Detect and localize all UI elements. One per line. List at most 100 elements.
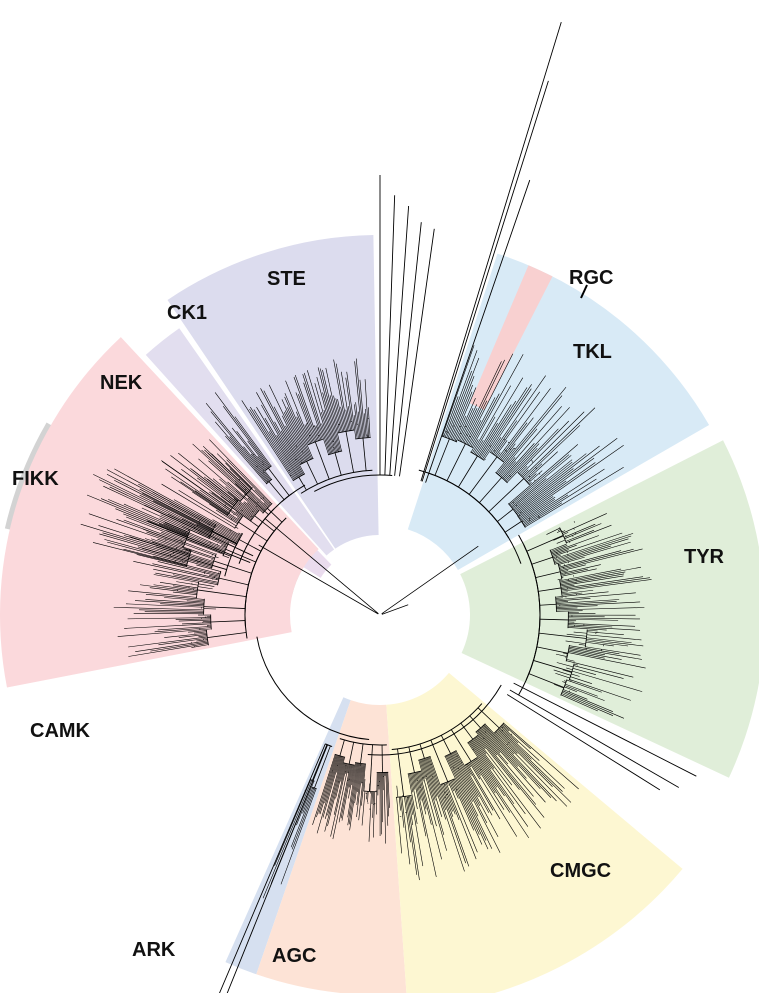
clade-arc [281, 493, 293, 503]
tree-inner-arc [367, 684, 502, 756]
clade-arc [391, 703, 483, 750]
clade-branch [348, 742, 355, 765]
tree-inner-arc [256, 636, 370, 741]
clade-branch [434, 438, 450, 476]
leaf-branches [553, 679, 625, 719]
leaf-branches [407, 771, 442, 877]
sector-ck1 [145, 328, 335, 556]
leaf-branches [440, 778, 483, 860]
clade-branch [497, 508, 514, 522]
leaf-branches [302, 367, 342, 455]
subclade-arc [568, 663, 575, 681]
leaf-branches [550, 532, 634, 565]
leaf-branches [113, 593, 217, 615]
leaf-branches [280, 787, 317, 885]
sector-cmgc [386, 672, 683, 993]
subclade-arc [355, 437, 371, 440]
leaf-branches [123, 548, 222, 585]
leaf-branches [260, 384, 314, 465]
clade-branch [210, 620, 246, 623]
clade-branch [311, 744, 328, 781]
clade-branch [298, 476, 307, 491]
subclade-arc [327, 450, 343, 456]
leaf-branches [567, 611, 641, 631]
clade-branch [539, 618, 569, 621]
clade-branch [504, 521, 522, 533]
subclade-arc [565, 644, 570, 662]
clade-branch [397, 748, 405, 797]
clade-branch [531, 556, 553, 565]
label-cmgc: CMGC [550, 860, 611, 882]
label-fikk: FIKK [12, 468, 59, 490]
clade-branch [536, 646, 569, 654]
leaf-branches [546, 513, 612, 544]
clade-branch [207, 632, 247, 638]
clade-branch [533, 660, 573, 673]
sector-tyr [460, 440, 759, 778]
subclade-arc [222, 542, 230, 557]
label-nek: NEK [100, 372, 143, 394]
subclade-arc [457, 439, 473, 448]
subclade-arc [557, 563, 563, 580]
leaf-branches [494, 723, 579, 807]
leaf-branches [347, 762, 366, 831]
clade-branch [267, 507, 283, 523]
leaf-branches [458, 353, 524, 448]
subclade-arc [235, 533, 244, 547]
clade-branch [225, 548, 256, 563]
tree-inner-arc [314, 474, 393, 492]
subclade-arc [464, 757, 478, 766]
clade-branch [440, 735, 451, 754]
subclade-arc [516, 515, 526, 528]
leaf-branches [555, 591, 645, 612]
leaf-branches [470, 377, 532, 461]
subclade-arc [555, 596, 557, 612]
sector-tkl [407, 253, 710, 571]
clade-branch [334, 452, 342, 476]
leaf-branches [559, 566, 652, 596]
leaf-branches [205, 403, 272, 484]
leaf-branches [346, 358, 371, 439]
clade-arc [523, 544, 541, 681]
subclade-arc [395, 794, 412, 798]
label-camk: CAMK [30, 720, 91, 742]
label-rgc: RGC [569, 267, 613, 289]
rgc-pointer-line [580, 284, 588, 299]
subclade-arc [440, 778, 455, 785]
subclade-arc [264, 465, 272, 471]
label-ck1: CK1 [167, 302, 207, 324]
leaf-branches [444, 750, 501, 853]
subclade-arc [208, 523, 217, 539]
leaf-branches [117, 614, 212, 637]
leaf-branches [361, 779, 377, 842]
clade-branch [360, 743, 364, 764]
leaf-branches [312, 754, 345, 834]
subclade-arc [334, 753, 346, 758]
leaf-branches [170, 455, 259, 522]
subclade-arc [494, 722, 505, 734]
subclade-arc [249, 510, 260, 522]
leaf-branches [86, 494, 190, 547]
subclade-arc [354, 762, 366, 765]
subclade-arc [196, 581, 200, 599]
leaf-branches [80, 523, 192, 567]
leaf-branches [518, 407, 596, 485]
leaf-branches [285, 374, 323, 445]
sector-agc [256, 700, 407, 993]
clade-branch [538, 587, 562, 592]
subclade-arc [262, 503, 273, 514]
subclade-arc [312, 786, 317, 790]
subclade-arc [299, 457, 314, 465]
clade-branch [345, 431, 354, 473]
clade-branch [408, 746, 415, 773]
clade-arc [253, 508, 275, 534]
leaf-branches [467, 735, 545, 829]
subclade-arc [337, 429, 355, 434]
clade-branch [339, 739, 345, 756]
subclade-arc [203, 598, 205, 615]
clade-branch [254, 515, 275, 532]
leaf-branches [214, 392, 272, 471]
clade-branch [538, 632, 587, 639]
leaf-branches [495, 386, 570, 483]
leaf-branches [241, 392, 305, 481]
